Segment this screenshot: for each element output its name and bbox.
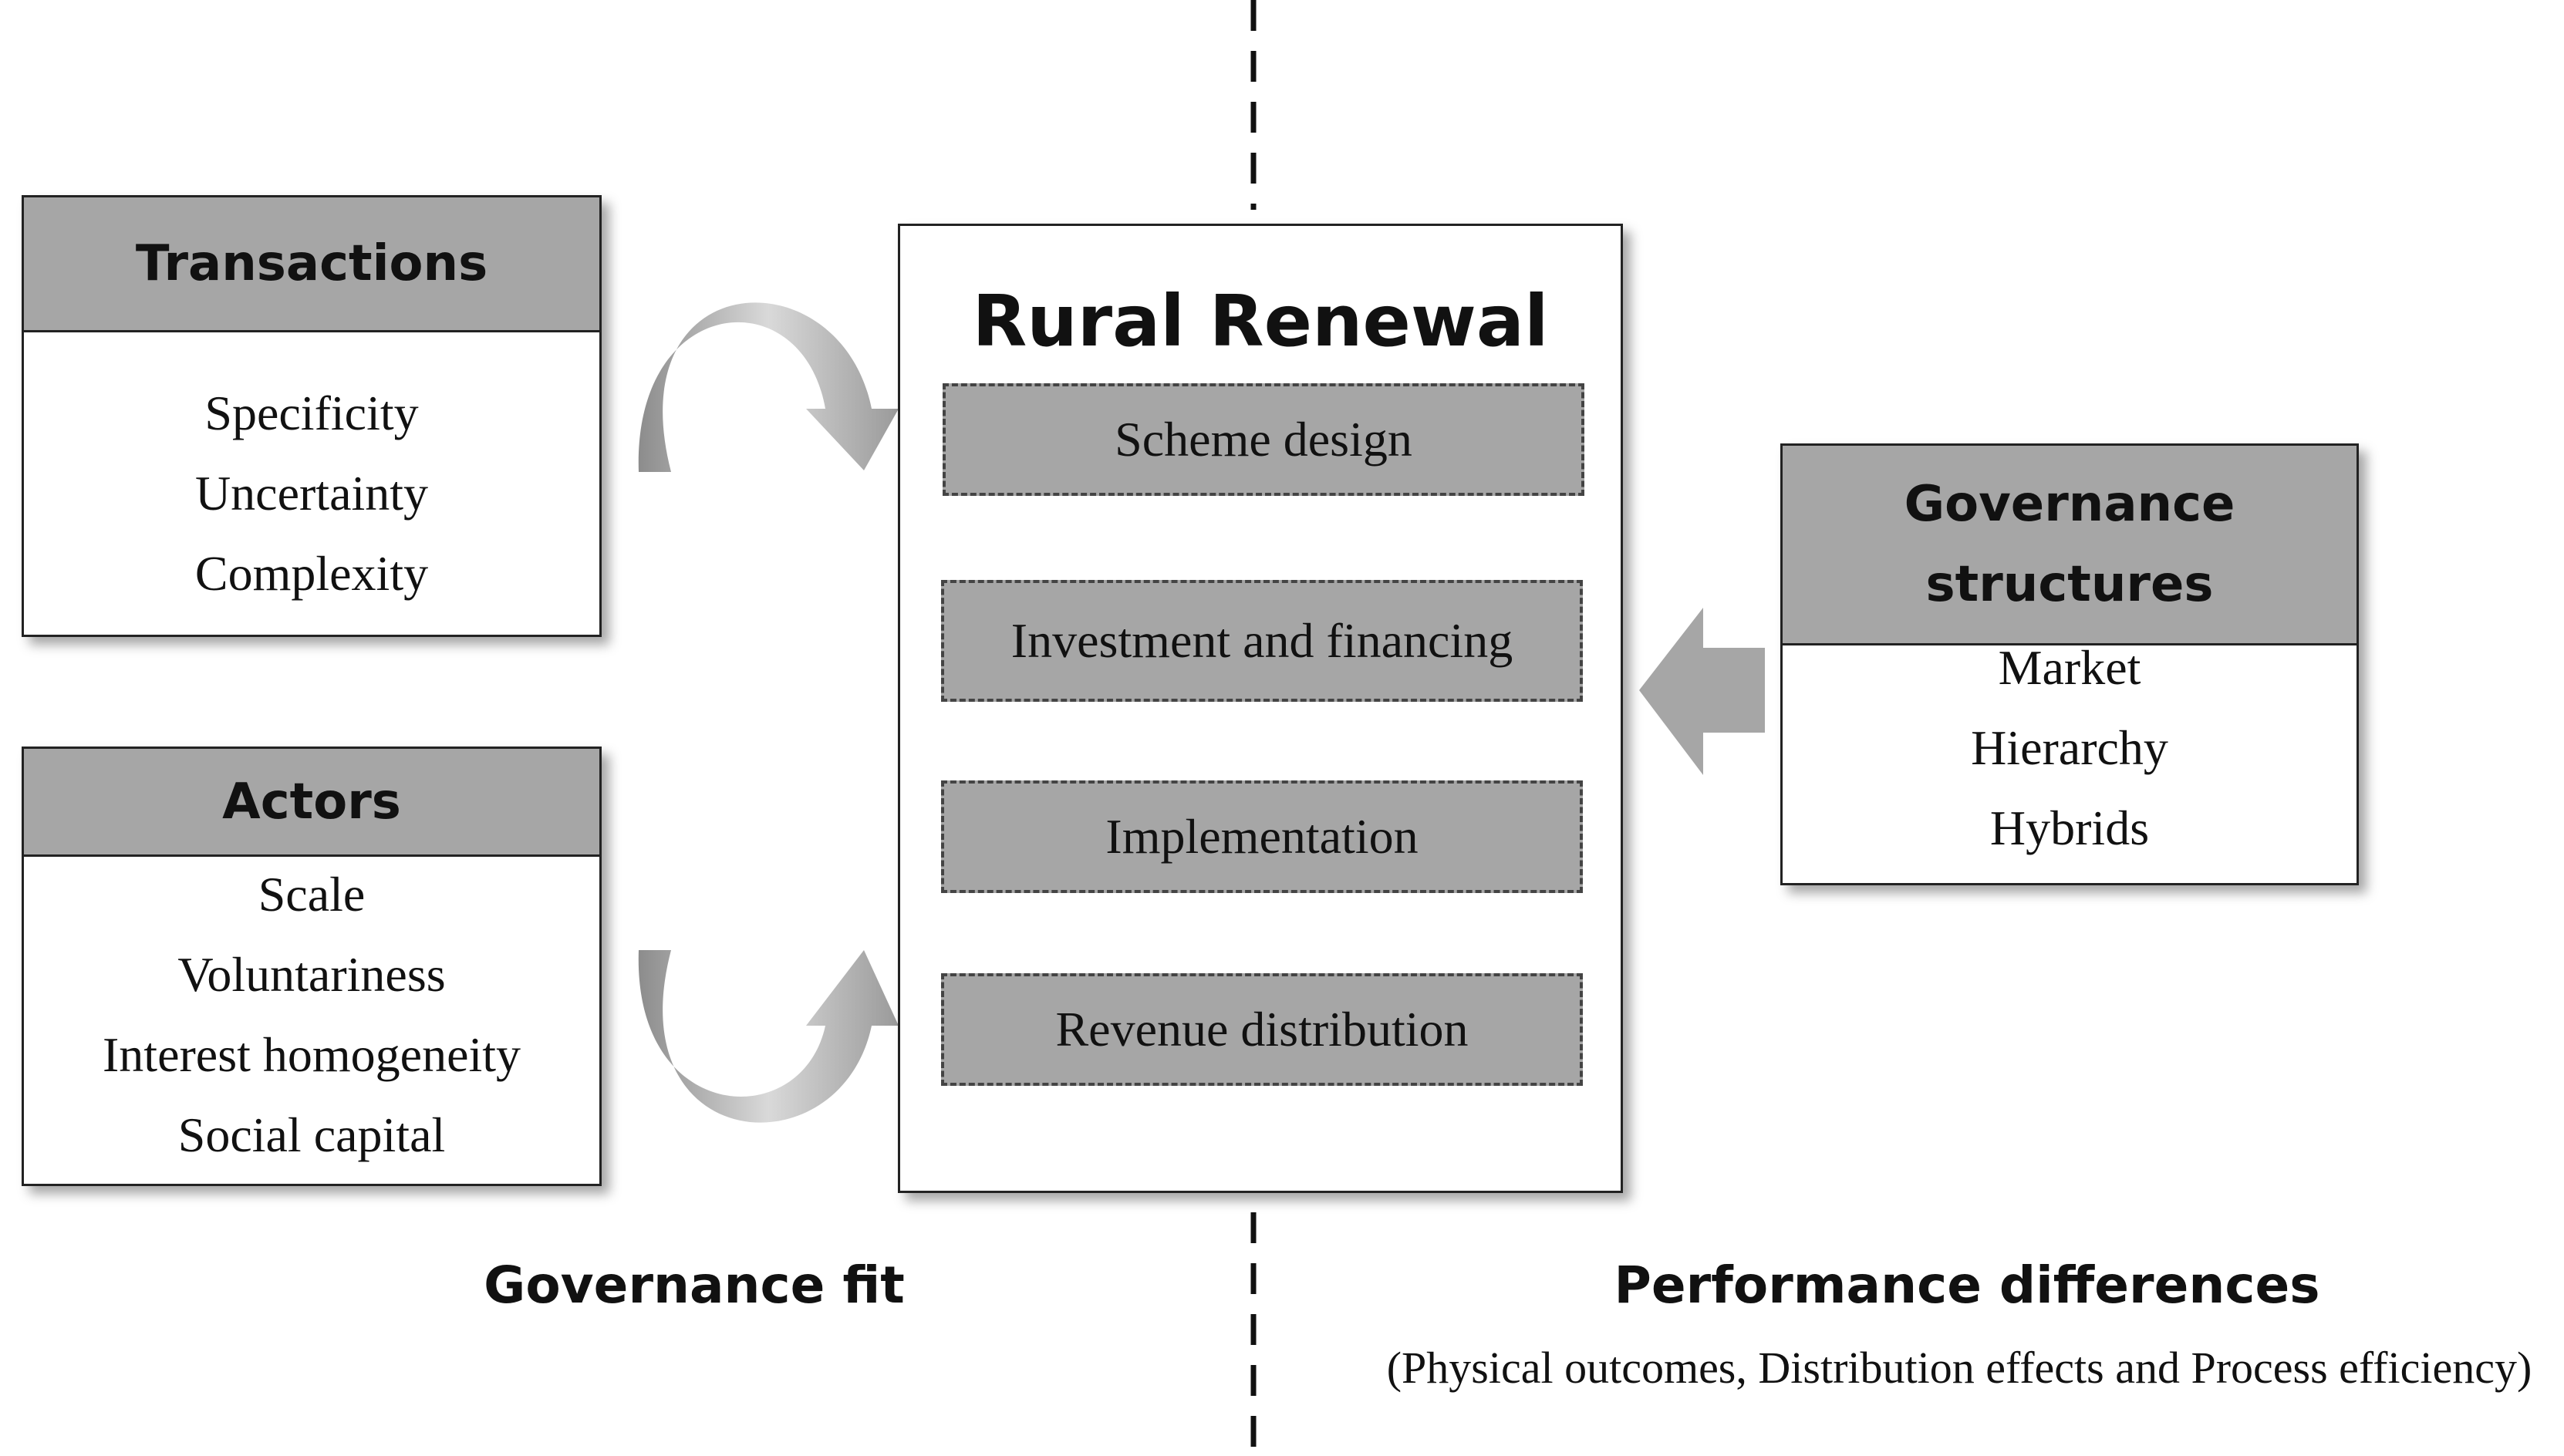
transactions-items: Specificity Uncertainty Complexity (24, 373, 599, 614)
performance-differences-label: Performance differences (1614, 1255, 2320, 1315)
governance-structures-box: Governance structures Market Hierarchy H… (1780, 443, 2359, 885)
rural-renewal-title: Rural Renewal (972, 280, 1549, 362)
curved-arrow-top (638, 302, 899, 472)
governance-item-hybrids: Hybrids (1989, 800, 2150, 855)
transactions-item-uncertainty: Uncertainty (194, 466, 429, 521)
transactions-item-complexity: Complexity (194, 546, 429, 601)
actors-item-interest-homogeneity: Interest homogeneity (102, 1027, 521, 1082)
governance-fit-label: Governance fit (484, 1255, 905, 1315)
step-implementation: Implementation (941, 780, 1583, 893)
step-revenue-distribution: Revenue distribution (941, 973, 1583, 1086)
left-arrow (1639, 608, 1765, 775)
actors-box: Actors Scale Voluntariness Interest homo… (22, 747, 602, 1186)
step-scheme-design: Scheme design (943, 383, 1584, 496)
actors-items: Scale Voluntariness Interest homogeneity… (24, 854, 599, 1175)
actors-title: Actors (24, 749, 599, 857)
governance-structures-items: Market Hierarchy Hybrids (1783, 628, 2357, 868)
transactions-box: Transactions Specificity Uncertainty Com… (22, 195, 602, 637)
governance-item-market: Market (1998, 640, 2141, 695)
step-investment-financing: Investment and financing (941, 580, 1583, 702)
transactions-title: Transactions (24, 197, 599, 332)
governance-item-hierarchy: Hierarchy (1971, 720, 2168, 775)
transactions-item-specificity: Specificity (204, 386, 419, 440)
governance-structures-title-line2: structures (1925, 556, 2214, 613)
actors-item-scale: Scale (258, 867, 366, 922)
curved-arrow-bottom (638, 950, 899, 1123)
actors-item-voluntariness: Voluntariness (177, 947, 446, 1002)
governance-structures-header: Governance structures (1783, 446, 2357, 645)
governance-structures-title-line1: Governance (1904, 476, 2235, 533)
actors-item-social-capital: Social capital (177, 1107, 446, 1162)
performance-note: (Physical outcomes, Distribution effects… (1386, 1343, 2532, 1393)
